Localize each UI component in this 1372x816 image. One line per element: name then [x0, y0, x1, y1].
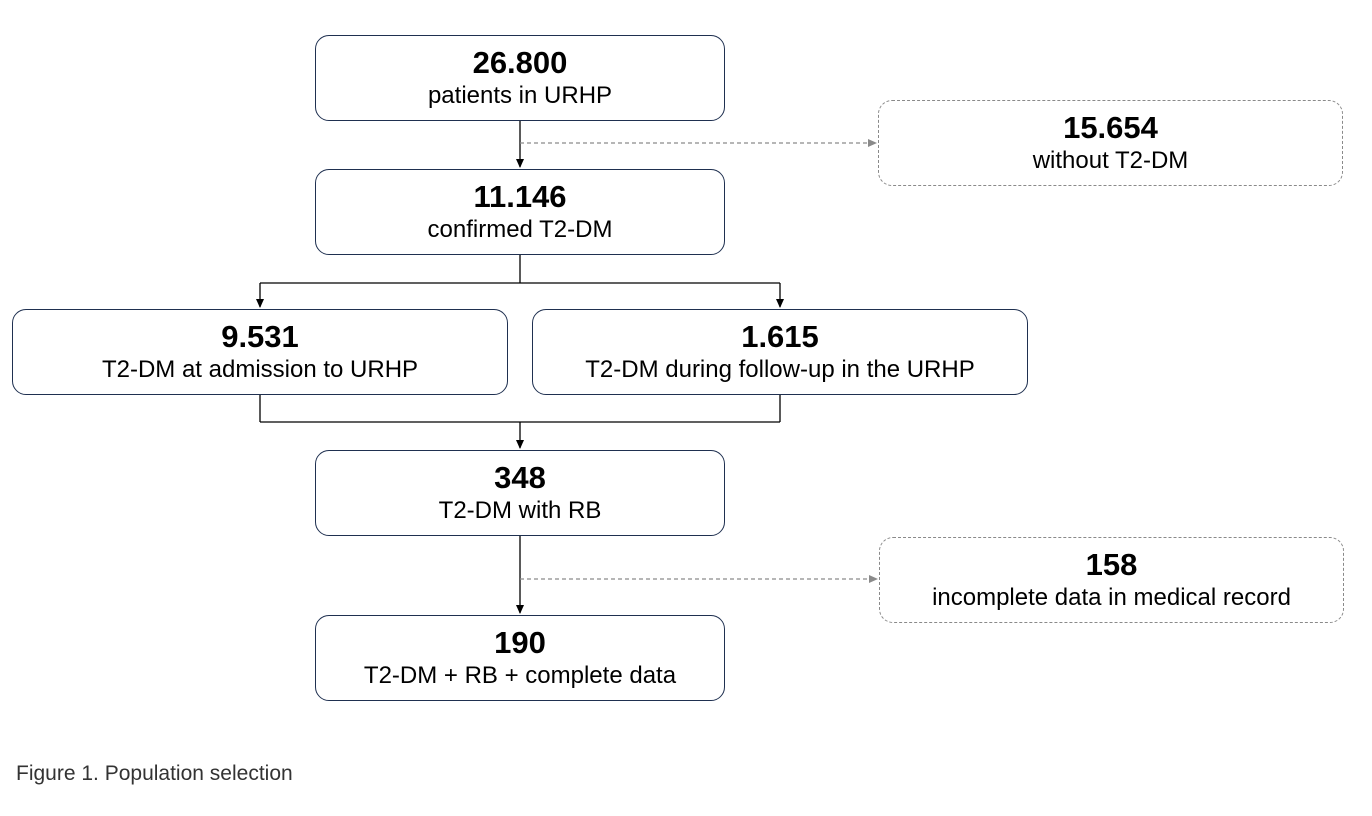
box-confirmed-dm: 11.146 confirmed T2-DM [315, 169, 725, 255]
count-final-cohort: 190 [494, 625, 546, 660]
figure-caption: Figure 1. Population selection [16, 762, 293, 785]
box-final-cohort: 190 T2-DM + RB + complete data [315, 615, 725, 701]
box-total-patients: 26.800 patients in URHP [315, 35, 725, 121]
label-incomplete-data: incomplete data in medical record [932, 584, 1291, 611]
box-dm-during-followup: 1.615 T2-DM during follow-up in the URHP [532, 309, 1028, 395]
box-dm-with-rb: 348 T2-DM with RB [315, 450, 725, 536]
count-total-patients: 26.800 [472, 45, 568, 80]
count-without-dm: 15.654 [1063, 110, 1158, 145]
count-incomplete-data: 158 [1085, 547, 1138, 582]
box-dm-at-admission: 9.531 T2-DM at admission to URHP [12, 309, 508, 395]
label-dm-during-followup: T2-DM during follow-up in the URHP [585, 356, 975, 383]
label-confirmed-dm: confirmed T2-DM [427, 216, 613, 243]
count-dm-at-admission: 9.531 [221, 319, 299, 354]
count-confirmed-dm: 11.146 [473, 179, 567, 214]
label-final-cohort: T2-DM + RB + complete data [363, 662, 677, 689]
label-dm-with-rb: T2-DM with RB [438, 497, 602, 524]
count-dm-with-rb: 348 [494, 460, 546, 495]
count-dm-during-followup: 1.615 [741, 319, 819, 354]
label-dm-at-admission: T2-DM at admission to URHP [101, 356, 419, 383]
box-incomplete-data: 158 incomplete data in medical record [879, 537, 1344, 623]
box-without-dm: 15.654 without T2-DM [878, 100, 1343, 186]
label-total-patients: patients in URHP [427, 82, 613, 109]
label-without-dm: without T2-DM [1032, 147, 1189, 174]
